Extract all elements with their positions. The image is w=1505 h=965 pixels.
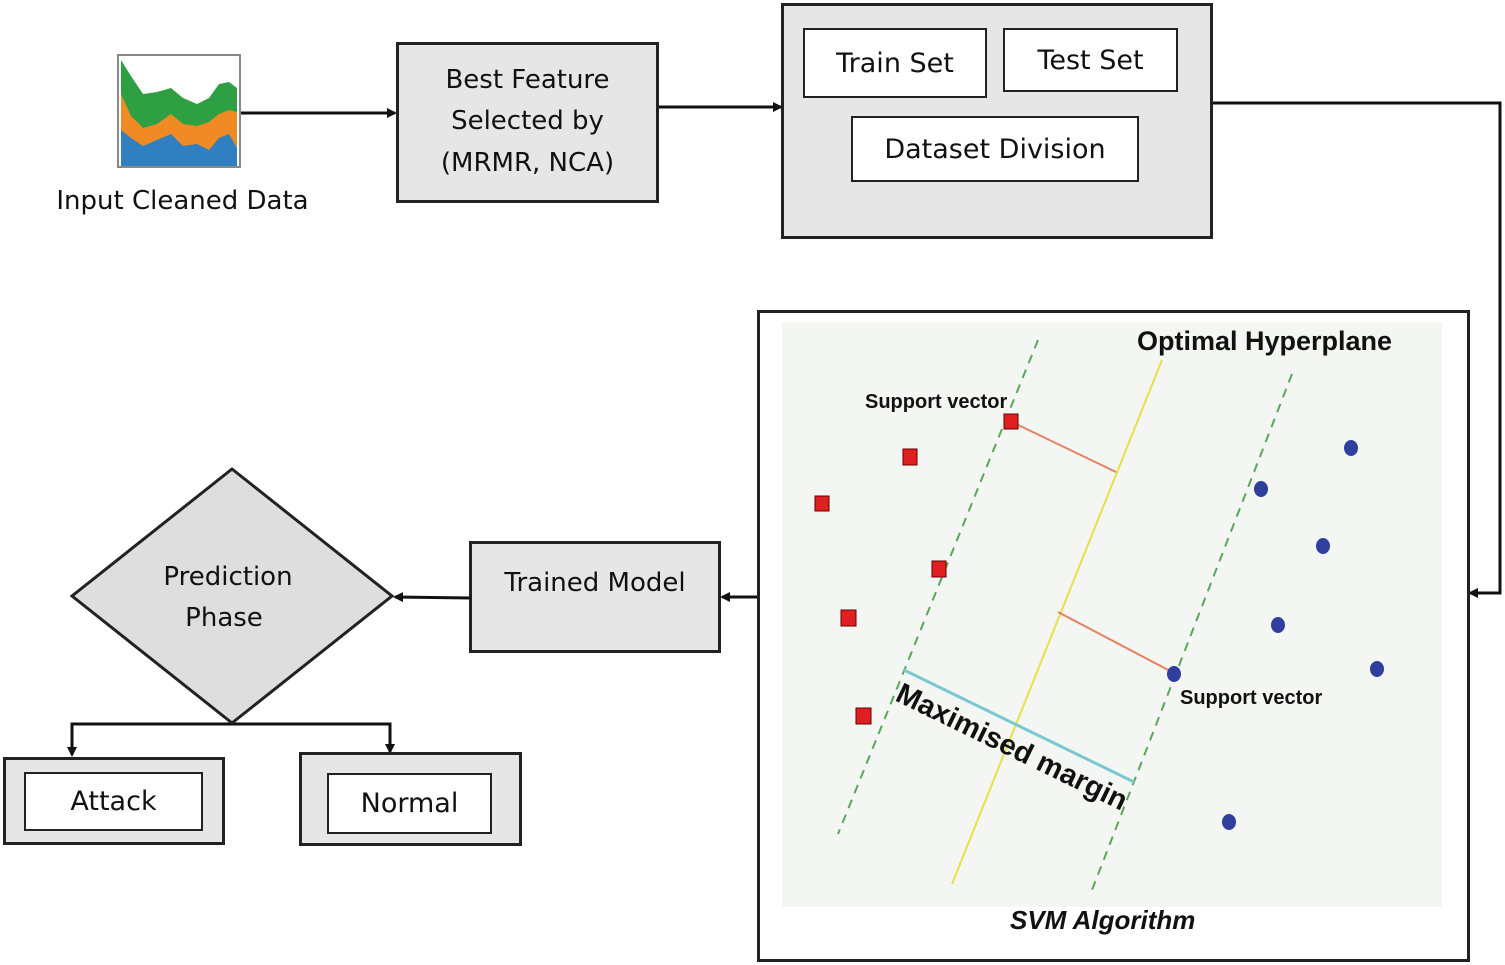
square-point: [902, 448, 918, 466]
circle-point: [1344, 440, 1358, 456]
svm-plot: Optimal Hyperplane Support vector Suppor…: [782, 322, 1442, 935]
square-point: [1003, 413, 1019, 430]
prediction-line-1: Prediction: [163, 562, 293, 592]
normal-label: Normal: [327, 773, 492, 834]
distance-line-bottom: [1057, 611, 1173, 673]
prediction-diamond: [69, 467, 395, 725]
arrow-dataset-to-svm: [1212, 101, 1502, 598]
attack-label: Attack: [24, 772, 203, 831]
input-label: Input Cleaned Data: [56, 186, 309, 216]
train-set-box: Train Set: [803, 28, 987, 98]
support-vector-bottom-label: Support vector: [1180, 687, 1322, 709]
hyperplane-label: Optimal Hyperplane: [1137, 326, 1392, 356]
circle-point: [1254, 481, 1268, 497]
feature-line-3: (MRMR, NCA): [440, 148, 615, 178]
normal-box: Normal: [299, 752, 522, 846]
square-point: [814, 495, 830, 512]
arrow-prediction-to-attack: [67, 722, 232, 757]
arrow-model-to-prediction: [393, 592, 471, 603]
dataset-division-label: Dataset Division: [851, 116, 1139, 182]
square-point: [855, 707, 872, 725]
svm-caption: SVM Algorithm: [1010, 905, 1195, 935]
support-vector-top-label: Support vector: [865, 391, 1007, 413]
trained-model-label: Trained Model: [504, 568, 686, 598]
square-point: [931, 560, 947, 578]
square-point: [840, 609, 857, 627]
circle-point: [1222, 814, 1236, 830]
area-chart-icon: [117, 54, 241, 168]
arrow-prediction-to-normal: [232, 722, 395, 754]
feature-selection-box: Best Feature Selected by (MRMR, NCA): [396, 42, 659, 203]
test-set-box: Test Set: [1003, 28, 1178, 92]
circle-point: [1271, 617, 1285, 633]
feature-line-1: Best Feature: [445, 65, 610, 95]
distance-line-top: [1011, 421, 1117, 473]
circle-point: [1167, 666, 1181, 682]
dataset-division-box: Train Set Test Set Dataset Division: [781, 3, 1213, 239]
hyperplane-line: [951, 359, 1163, 885]
feature-line-2: Selected by: [451, 106, 604, 136]
attack-box: Attack: [3, 757, 225, 845]
margin-line-right: [1091, 373, 1293, 891]
circle-point: [1316, 538, 1330, 554]
trained-model-box: Trained Model: [469, 541, 721, 653]
prediction-line-2: Phase: [185, 603, 263, 633]
margin-bar: [903, 668, 1135, 784]
circle-point: [1370, 661, 1384, 677]
